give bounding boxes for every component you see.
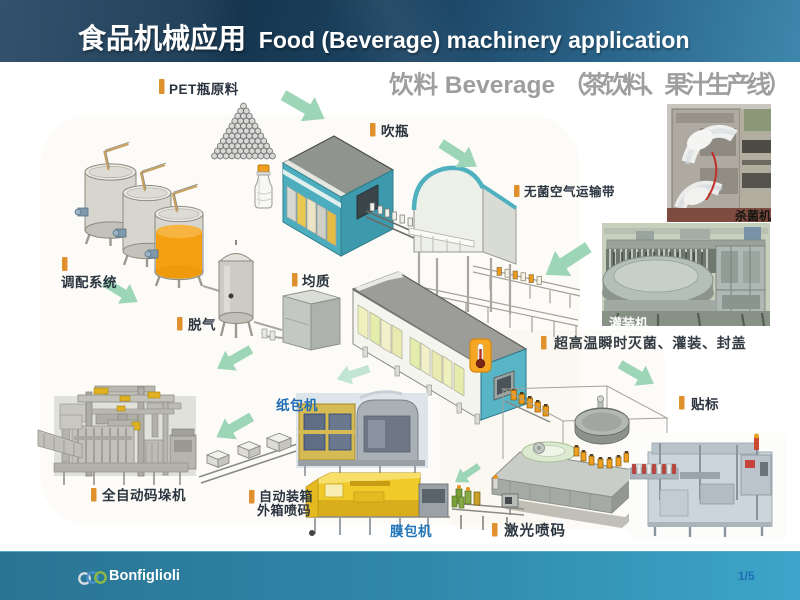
svg-text:膜包机: 膜包机 — [390, 523, 432, 539]
svg-text:激光喷码: 激光喷码 — [504, 522, 566, 540]
svg-text:自动装箱: 自动装箱 — [259, 489, 313, 504]
svg-text:饮料 Beverage （茶饮料、果汁生产线）: 饮料 Beverage （茶饮料、果汁生产线） — [388, 70, 787, 99]
svg-text:灌装机: 灌装机 — [609, 316, 648, 331]
svg-text:调配系统: 调配系统 — [61, 274, 117, 290]
svg-text:PET瓶原料: PET瓶原料 — [169, 81, 239, 97]
svg-text:贴标: 贴标 — [691, 396, 719, 412]
svg-text:饮料 Beverage （茶饮料、果汁生产线）: 饮料 Beverage （茶饮料、果汁生产线） — [390, 72, 789, 101]
svg-text:均质: 均质 — [302, 273, 330, 289]
svg-text:超高温瞬时灭菌、灌装、封盖: 超高温瞬时灭菌、灌装、封盖 — [553, 335, 746, 351]
svg-text:脱气: 脱气 — [188, 317, 216, 333]
svg-text:全自动码垛机: 全自动码垛机 — [101, 487, 186, 503]
svg-text:无菌空气运输带: 无菌空气运输带 — [523, 184, 615, 199]
svg-text:吹瓶: 吹瓶 — [381, 123, 409, 139]
svg-text:杀菌机: 杀菌机 — [735, 208, 771, 223]
svg-text:外箱喷码: 外箱喷码 — [256, 503, 311, 518]
svg-text:纸包机: 纸包机 — [276, 397, 318, 413]
